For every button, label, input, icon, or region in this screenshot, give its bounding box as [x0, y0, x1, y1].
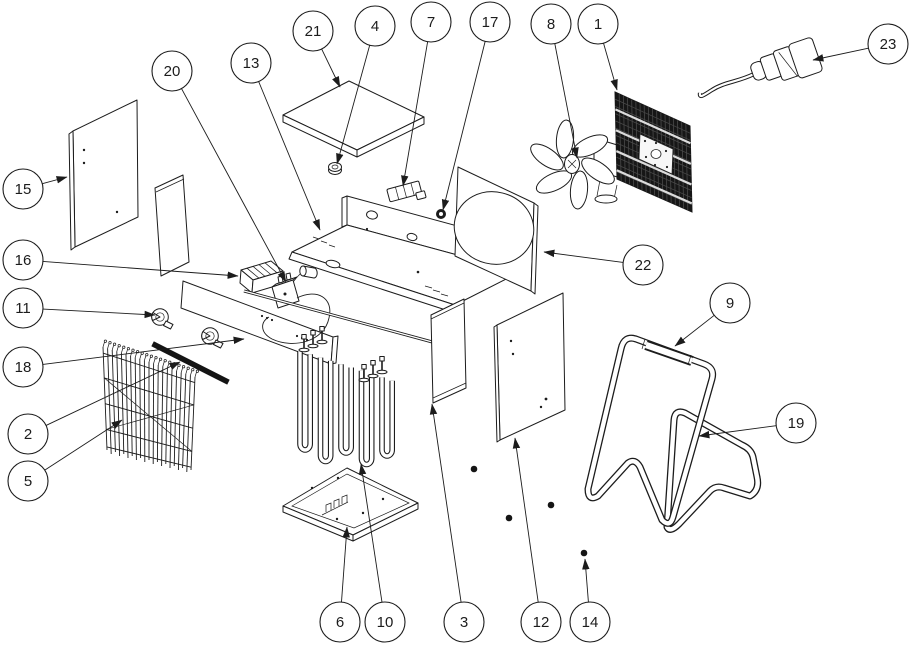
callout-number-10: 10: [377, 614, 394, 631]
part-terminal-block: [386, 180, 427, 203]
callout-number-7: 7: [427, 14, 435, 31]
leader-line-1: [603, 43, 618, 91]
part-side-panel-12: [493, 292, 566, 443]
leader-line-5: [44, 419, 123, 471]
leader-line-18: [42, 336, 245, 365]
part-handle-frame-rear: [663, 408, 762, 533]
callout-number-19: 19: [788, 415, 805, 432]
part-knob: [201, 327, 224, 349]
leader-line-23: [812, 47, 869, 62]
part-power-cord: [697, 37, 823, 99]
leader-line-22: [543, 249, 624, 263]
callout-balloon-6: [319, 601, 361, 643]
callout-number-21: 21: [305, 23, 322, 40]
callout-balloon-21: [292, 10, 334, 52]
leader-line-9: [674, 314, 715, 347]
callout-balloon-3: [443, 601, 485, 643]
part-top-plate: [282, 80, 425, 158]
callout-balloon-9: [709, 282, 751, 324]
leader-line-7: [401, 41, 429, 187]
callout-number-2: 2: [24, 426, 32, 443]
callout-number-17: 17: [482, 14, 499, 31]
screw-dot: [547, 501, 555, 509]
callout-balloon-7: [410, 1, 452, 43]
callout-balloon-8: [530, 3, 572, 45]
leader-line-15: [42, 176, 68, 185]
screw-dot: [505, 514, 513, 522]
leader-line-17: [441, 41, 486, 211]
callout-number-22: 22: [635, 257, 652, 274]
callout-number-4: 4: [371, 18, 379, 35]
screw-fasteners: [470, 465, 588, 557]
callout-number-20: 20: [164, 63, 181, 80]
callout-number-18: 18: [15, 359, 32, 376]
leader-line-10: [358, 463, 383, 603]
callout-number-12: 12: [533, 614, 550, 631]
leader-line-16: [42, 261, 239, 279]
callout-balloon-22: [622, 244, 664, 286]
leader-line-19: [698, 425, 777, 439]
callout-number-8: 8: [547, 16, 555, 33]
leader-line-11: [42, 308, 156, 319]
callout-balloon-17: [469, 1, 511, 43]
callout-number-11: 11: [15, 300, 31, 317]
callout-balloon-11: [2, 287, 44, 329]
part-heating-element: [297, 326, 395, 468]
part-grommet: [436, 209, 446, 219]
callout-number-16: 16: [15, 252, 32, 269]
part-inner-panel: [430, 298, 467, 404]
callout-balloon-23: [867, 23, 909, 65]
leader-line-13: [258, 81, 321, 231]
screw-dot: [470, 465, 478, 473]
callout-number-15: 15: [15, 181, 32, 198]
part-fan-motor: [530, 119, 632, 210]
leader-line-14: [582, 558, 590, 603]
callout-number-9: 9: [726, 295, 734, 312]
part-nut-fastener: [328, 162, 342, 175]
callout-balloon-19: [775, 402, 817, 444]
part-handle-frame-front: [584, 334, 717, 527]
callout-number-3: 3: [460, 614, 468, 631]
callout-number-14: 14: [582, 614, 599, 631]
leader-line-12: [512, 437, 539, 603]
screw-dot: [580, 549, 588, 557]
leader-line-21: [321, 48, 341, 88]
callout-balloon-18: [2, 346, 44, 388]
part-control-panel: [180, 280, 339, 365]
leader-line-8: [554, 43, 579, 159]
callout-number-1: 1: [594, 16, 602, 33]
callout-balloon-10: [364, 601, 406, 643]
part-base-plate: [282, 467, 419, 542]
part-knob: [151, 308, 174, 330]
callout-balloon-4: [354, 5, 396, 47]
leader-line-2: [45, 361, 181, 426]
callout-balloon-5: [7, 460, 49, 502]
callout-balloon-12: [520, 601, 562, 643]
callout-number-23: 23: [880, 36, 897, 53]
part-fan-panel: [453, 166, 539, 295]
part-side-panel-15: [68, 99, 139, 251]
part-fan-guard-grille: [614, 91, 693, 213]
leader-line-6: [341, 526, 350, 603]
callout-balloon-16: [2, 239, 44, 281]
callout-number-13: 13: [243, 55, 260, 72]
callout-balloon-13: [230, 42, 272, 84]
leader-line-3: [429, 403, 462, 603]
callout-balloon-2: [7, 413, 49, 455]
part-long-rod: [243, 289, 437, 345]
callout-balloon-1: [577, 3, 619, 45]
leader-line-20: [181, 88, 287, 283]
callout-balloon-20: [151, 50, 193, 92]
callout-balloon-15: [2, 168, 44, 210]
leader-line-4: [336, 45, 371, 165]
part-rear-narrow-panel: [154, 174, 190, 277]
callout-number-5: 5: [24, 473, 32, 490]
callout-balloon-14: [569, 601, 611, 643]
part-dark-rod: [151, 341, 230, 385]
callout-number-6: 6: [336, 614, 344, 631]
